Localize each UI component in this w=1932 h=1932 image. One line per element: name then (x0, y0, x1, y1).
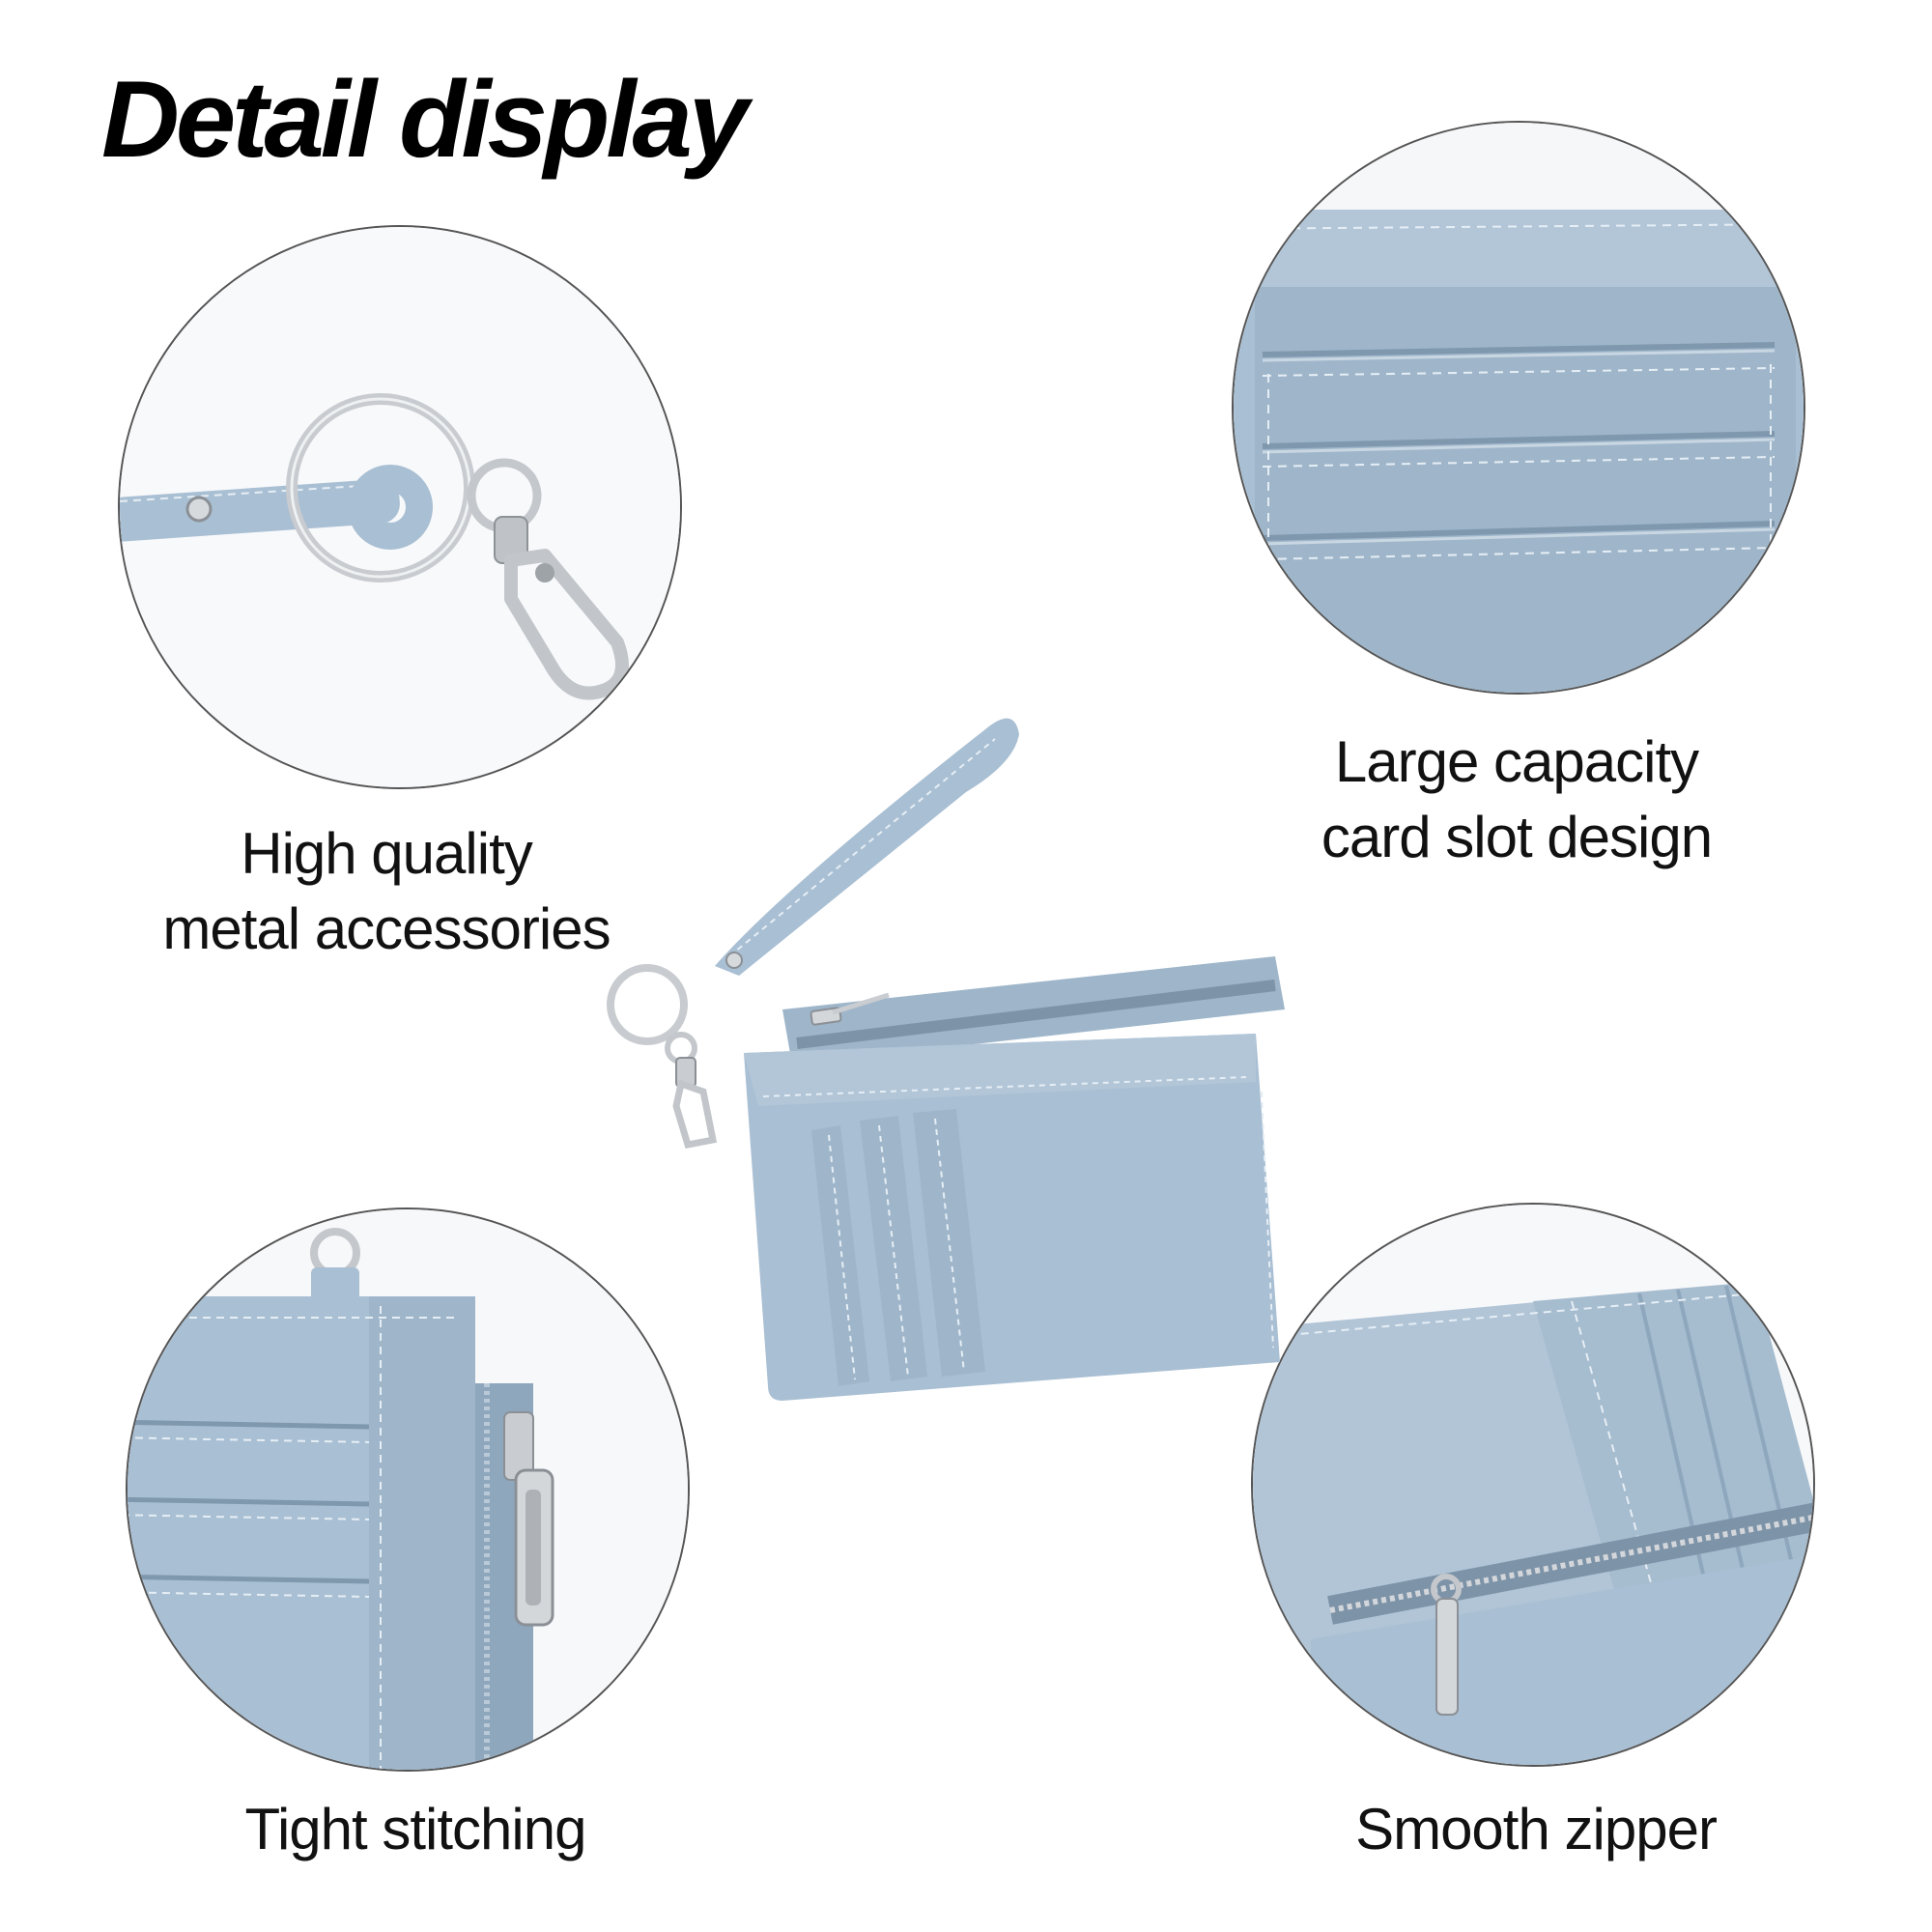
metal-accessories-detail-image (118, 225, 682, 789)
metal-accessories-caption: High quality metal accessories (162, 821, 611, 961)
zipper-caption: Smooth zipper (1355, 1797, 1718, 1861)
page-title: Detail display (101, 59, 749, 180)
zipper-detail-image (1251, 1203, 1815, 1767)
stitching-detail-image (126, 1208, 690, 1772)
card-slot-detail-image (1232, 121, 1805, 695)
stitching-caption: Tight stitching (244, 1797, 587, 1861)
wallet-product-image (580, 667, 1294, 1420)
card-slot-caption: Large capacity card slot design (1321, 729, 1713, 869)
